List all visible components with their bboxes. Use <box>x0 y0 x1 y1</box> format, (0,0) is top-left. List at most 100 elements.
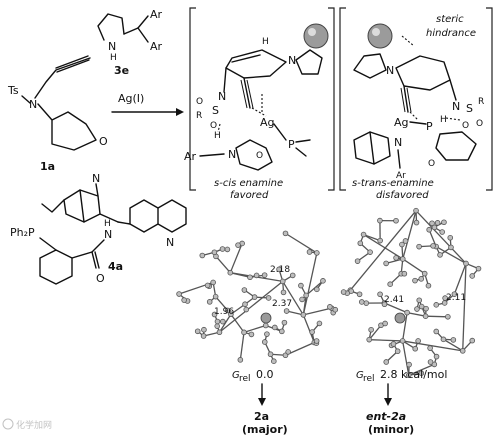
model-atom <box>279 328 285 335</box>
model-atom <box>413 219 420 226</box>
nh-hbond-h-right: H <box>440 115 447 125</box>
model-atom <box>227 269 234 276</box>
model-bond <box>239 332 245 360</box>
model-atom <box>448 244 454 251</box>
model-atom <box>393 255 399 261</box>
model-atom <box>272 324 278 331</box>
phosphorus-right: P <box>426 120 433 133</box>
label-4a: 4a <box>108 260 123 273</box>
ar1-label: Ar <box>150 8 163 21</box>
model-bond <box>462 263 467 351</box>
model-atom <box>422 313 429 319</box>
phosphine-label: Ph₂P <box>10 226 35 239</box>
model-atom <box>181 297 187 303</box>
model-atom <box>211 311 218 318</box>
model-atom <box>413 207 419 214</box>
model-atom <box>354 258 361 264</box>
model-atom <box>469 273 476 279</box>
model-atom <box>264 331 270 337</box>
model-bond <box>443 338 464 352</box>
model-bond <box>302 314 315 343</box>
grel-value-right: 2.8 kcal/mol <box>380 368 447 381</box>
n-atom: N <box>29 98 37 111</box>
ts-label: Ts <box>7 84 19 97</box>
model-atom <box>387 281 393 288</box>
model-atom <box>200 333 207 339</box>
steric-label: steric <box>436 14 464 25</box>
model-atom <box>405 372 412 378</box>
product-major-note: (major) <box>242 423 288 436</box>
product-minor-note: (minor) <box>368 423 414 436</box>
model-atom <box>316 320 323 327</box>
model-bond <box>285 232 318 254</box>
model-bond <box>415 210 467 264</box>
model-atom <box>401 270 408 277</box>
arrow-minor <box>384 383 392 406</box>
model-bond <box>385 258 403 265</box>
label-3e: 3e <box>114 64 129 77</box>
model-bond <box>282 281 304 316</box>
model-bond <box>363 233 381 242</box>
model-atom <box>281 319 288 326</box>
model-atom <box>390 341 397 347</box>
model-atom <box>367 249 373 255</box>
model-left <box>176 230 339 364</box>
model-atom <box>314 286 320 293</box>
model-atom <box>210 279 216 286</box>
sulfonyl-r-right: R <box>478 97 484 107</box>
model-atom <box>220 318 226 325</box>
watermark-text: 化学加网 <box>16 419 52 431</box>
grel-sub-left: rel <box>239 374 251 384</box>
model-atom <box>423 305 429 312</box>
model-atom <box>416 297 423 304</box>
silver-atom: Ag <box>260 116 275 129</box>
ts-right: steric hindrance N N S R O O H Ag P N O … <box>339 7 493 201</box>
model-atom <box>421 270 428 277</box>
sulfonyl-o2: O <box>210 121 217 131</box>
sulfonamide-n: N <box>218 90 226 103</box>
carbonyl-o: O <box>99 135 108 148</box>
sulfonyl-o1-right: O <box>476 119 483 129</box>
model-atom <box>399 241 405 248</box>
model-bond <box>408 363 435 376</box>
model-atom <box>429 220 435 227</box>
model-atom <box>377 217 383 224</box>
model-atom <box>394 348 401 355</box>
model-atom <box>299 296 305 303</box>
model-atom <box>402 238 409 244</box>
model-atom <box>313 338 320 344</box>
nh-hbond-h: H <box>214 131 221 141</box>
model-atom <box>463 260 469 267</box>
vinyl-h: H <box>262 37 269 47</box>
reactant-1a: Ts N O 1a <box>7 55 108 173</box>
model-atom <box>416 243 422 250</box>
model-atom <box>433 328 440 335</box>
model-atom <box>377 237 383 244</box>
model-atom <box>340 289 347 295</box>
model-atom <box>475 265 482 272</box>
model-atom <box>393 217 399 224</box>
model-atom <box>433 302 440 308</box>
model-bond <box>428 229 437 247</box>
model-atom <box>414 306 420 312</box>
model-atom <box>440 336 447 343</box>
model-atom <box>418 370 425 377</box>
sulfonyl-s: S <box>212 104 219 117</box>
model-bond <box>402 210 417 260</box>
model-atom <box>406 361 412 368</box>
silver-atom-right: Ag <box>394 116 409 129</box>
model-atom <box>360 231 367 238</box>
distance-1-left: 2.18 <box>270 265 290 275</box>
silver-atom-model <box>260 312 272 324</box>
model-atom <box>327 304 333 310</box>
model-atom <box>224 307 231 314</box>
model-bond <box>406 311 426 317</box>
catalyst-sphere-right <box>367 23 393 49</box>
ar-group-right: Ar <box>396 171 406 181</box>
model-bond <box>230 272 251 278</box>
model-atom <box>377 291 383 298</box>
enamine-n: N <box>288 54 296 67</box>
model-atom <box>289 272 296 279</box>
grel-left: G rel 0.0 <box>232 368 274 384</box>
quinoline-n: N <box>166 236 174 249</box>
